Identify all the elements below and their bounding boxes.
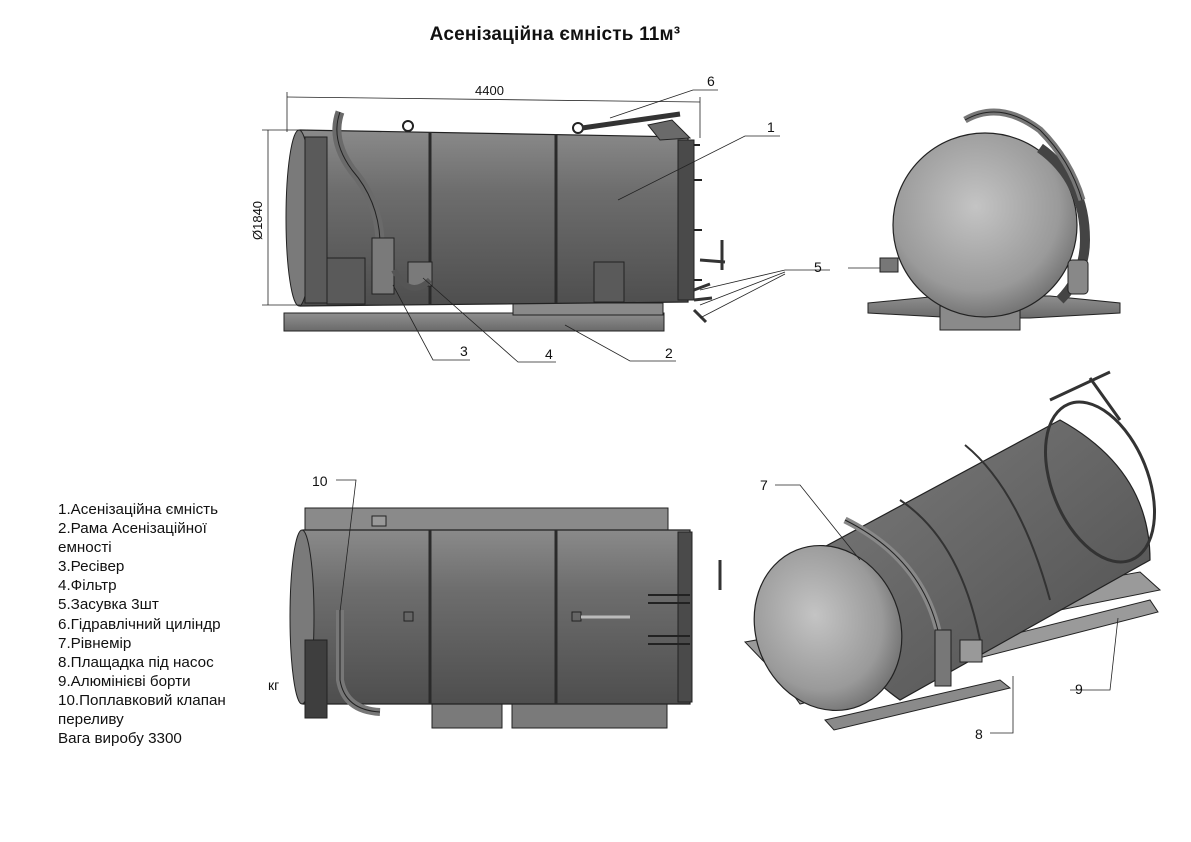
callout-5: 5 [814,259,822,275]
length-dimension: 4400 [475,83,504,98]
callouts-side [392,89,887,363]
legend-line: 5.Засувка 3шт [58,596,159,614]
legend-line: 1.Асенізаційна ємність [58,501,219,518]
tank-body-top [295,529,691,705]
parts-legend: 1.Асенізаційна ємність 2.Рама Асенізацій… [58,500,226,748]
callout-9: 9 [1075,681,1083,697]
side-view: 4400 Ø1840 [250,83,726,332]
legend-line: 10.Поплавковий клапан [58,691,226,709]
legend-line: 4.Фільтр [58,577,117,595]
callout-6: 6 [707,73,715,89]
legend-line: Вага виробу 3300 [58,730,182,748]
frame-rail [283,312,665,332]
callout-2: 2 [665,345,673,361]
legend-line: емності [58,539,112,557]
callout-4: 4 [545,346,553,362]
callout-7: 7 [760,477,768,493]
legend-line: 6.Гідравлічний циліндр [58,615,221,633]
legend-line: 8.Плащадка під насос [58,653,214,671]
legend-line: 3.Ресівер [58,558,125,576]
drawing-title: Асенізаційна ємність 11м³ [429,24,681,45]
callout-8: 8 [975,726,983,742]
legend-line: 2.Рама Асенізаційної [58,520,207,538]
weight-unit: кг [268,677,280,693]
end-view [867,108,1121,331]
tank-end-cap [892,132,1078,318]
top-view [289,507,722,729]
callout-1: 1 [767,119,775,135]
callouts-iso [775,484,1119,734]
legend-line: 9.Алюмінієві борти [58,672,191,690]
legend-line: переливу [58,711,124,729]
diameter-dimension: Ø1840 [250,201,265,240]
callout-10: 10 [312,473,328,489]
callout-10-leader [336,479,357,613]
callout-3: 3 [460,343,468,359]
legend-line: 7.Рівнемір [58,634,132,652]
isometric-view [743,370,1162,731]
tank-end-iso [753,544,903,712]
